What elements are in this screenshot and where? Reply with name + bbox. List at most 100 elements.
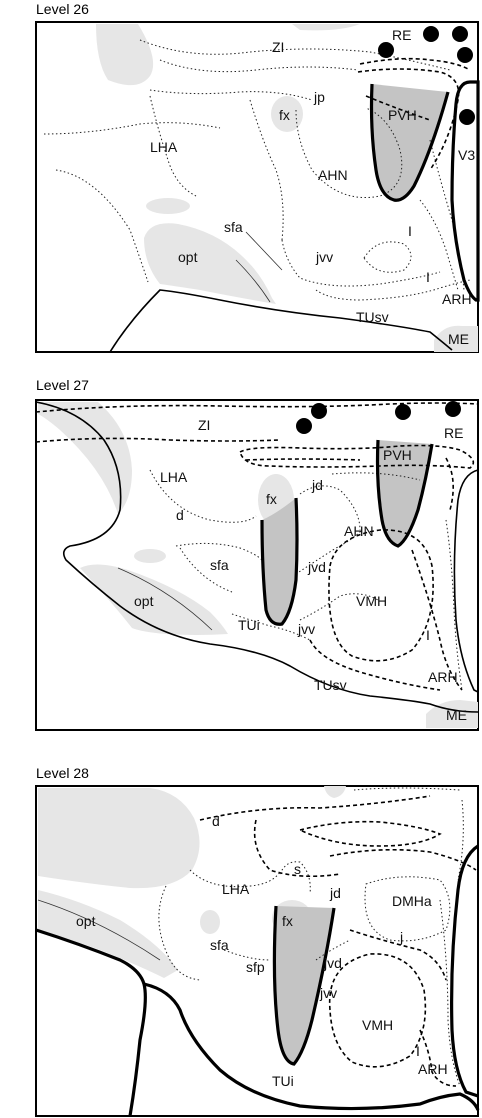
label-jvv: jvv [319, 985, 337, 1001]
arh-boundary [411, 549, 463, 691]
brain-ventral-surface [35, 401, 479, 713]
optic-tract-opt [38, 890, 178, 978]
label-fx: fx [279, 107, 290, 123]
label-ahn: AHN [318, 167, 348, 183]
medial-boundary [419, 199, 459, 291]
cerebral-peduncle-gray [38, 402, 132, 514]
vmh-outline [328, 529, 434, 662]
tusv-boundary [309, 639, 441, 691]
fornix-outline [260, 497, 299, 626]
optic-tract-opt [144, 223, 276, 304]
jvv-boundary [281, 239, 441, 287]
pvh-outline [369, 83, 450, 202]
j-boundary [349, 929, 447, 981]
pvh-dashed-inner [245, 458, 361, 461]
label-v3: V3 [458, 147, 475, 163]
brain-ventral-surface-2 [143, 982, 480, 1111]
brain-ventral-surface [109, 289, 453, 353]
label-i-2: I [426, 269, 430, 285]
label-j: j [399, 929, 403, 945]
label-me: ME [448, 331, 469, 347]
periventricular-boundary [439, 899, 461, 1087]
label-opt: opt [134, 593, 154, 609]
re-dot-4 [457, 47, 473, 63]
lha-boundary [158, 885, 201, 981]
re-dot-3 [395, 404, 411, 420]
ahn-boundary [295, 107, 403, 198]
panel-level-28: Level 28 d s [35, 765, 480, 1117]
re-dot-5 [459, 109, 475, 125]
label-fx: fx [282, 913, 293, 929]
label-dmha: DMHa [392, 893, 432, 909]
fiber-tract-top-left [96, 24, 154, 86]
label-lha: LHA [150, 139, 178, 155]
label-re: RE [444, 425, 463, 441]
internal-capsule-gray [38, 788, 200, 889]
label-tui: TUi [272, 1073, 294, 1089]
lha-lower-boundary [55, 169, 149, 283]
label-opt: opt [76, 913, 96, 929]
label-jp: jp [313, 89, 325, 105]
label-lha: LHA [222, 881, 250, 897]
label-arh: ARH [428, 669, 458, 685]
panel-level-27: Level 27 [35, 377, 479, 731]
label-i: I [426, 627, 430, 643]
medial-dotted [457, 799, 464, 881]
label-arh: ARH [418, 1061, 448, 1077]
label-tusv: TUsv [356, 309, 389, 325]
third-ventricle [450, 844, 479, 1098]
re-dot-1 [378, 42, 394, 58]
dorsal-dashed-1 [199, 795, 431, 821]
third-ventricle [453, 469, 479, 693]
d-boundary [175, 542, 263, 561]
re-dot-1 [311, 403, 327, 419]
arh-boundary [419, 1029, 457, 1087]
label-sfa: sfa [210, 937, 229, 953]
third-ventricle-v3 [450, 80, 480, 302]
panel-title: Level 28 [36, 765, 89, 781]
label-sfp: sfp [246, 959, 265, 975]
pvh-dashed-outline [357, 68, 460, 171]
pvh-column [371, 84, 448, 201]
label-s: s [294, 861, 301, 877]
fiber-tract-small [200, 910, 220, 934]
label-i: I [416, 1043, 420, 1059]
jvv-boundary [299, 593, 379, 621]
label-zi: ZI [198, 417, 210, 433]
label-vmh: VMH [356, 593, 387, 609]
fiber-tract-small [134, 549, 166, 563]
lha-boundary [43, 122, 221, 135]
label-jvv: jvv [297, 621, 315, 637]
small-nucleus [363, 241, 412, 273]
ahn-boundary [331, 472, 421, 481]
opt-inner-line [235, 259, 271, 303]
jd-boundary [299, 485, 361, 531]
zi-dashed-bottom [35, 437, 281, 443]
label-tui: TUi [238, 617, 260, 633]
label-zi: ZI [272, 39, 284, 55]
pvh-dashed-top [359, 57, 471, 71]
re-dot-2 [296, 418, 312, 434]
sfa-sfp-boundary [223, 949, 271, 961]
dorsal-dashed-4 [253, 819, 341, 878]
label-jvv: jvv [315, 249, 333, 265]
label-jvd: jvd [323, 955, 342, 971]
panel-title: Level 27 [36, 377, 89, 393]
label-pvh: PVH [383, 447, 412, 463]
label-vmh: VMH [362, 1017, 393, 1033]
panel-title: Level 26 [36, 1, 89, 17]
zi-dashed-top [35, 402, 479, 413]
label-tusv: TUsv [314, 677, 347, 693]
label-jd: jd [329, 885, 341, 901]
label-d: d [212, 813, 220, 829]
label-sfa: sfa [224, 219, 243, 235]
label-jd: jd [311, 477, 323, 493]
zi-boundary [139, 39, 451, 71]
re-dot-4 [445, 401, 461, 417]
label-sfa: sfa [210, 557, 229, 573]
label-me: ME [446, 707, 467, 723]
label-d: d [176, 507, 184, 523]
label-fx: fx [266, 491, 277, 507]
fornix-outline [272, 905, 336, 1066]
